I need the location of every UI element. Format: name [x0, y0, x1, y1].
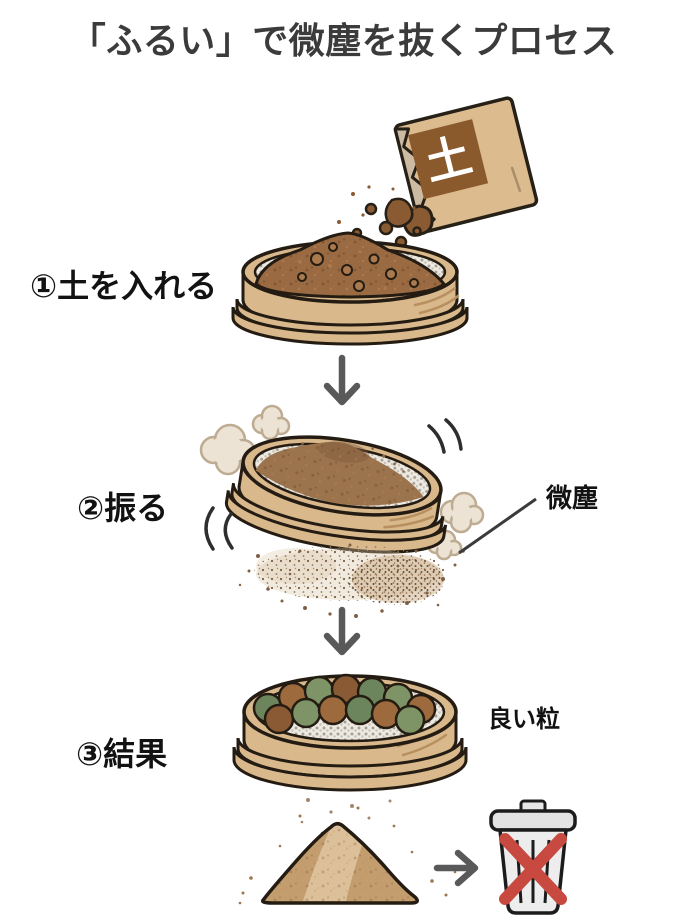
step1-label: ①土を入れる	[30, 268, 218, 304]
step3-label: ③結果	[76, 736, 168, 772]
arrow-down-icon	[323, 606, 361, 656]
bag-patch	[408, 119, 489, 200]
falling-dust	[238, 543, 465, 618]
trash-can-icon	[489, 799, 577, 915]
soil-bag: 土	[393, 96, 539, 237]
arrow-down-icon	[323, 354, 361, 406]
page-title: 「ふるい」で微塵を抜くプロセス	[69, 20, 618, 61]
dust-pile	[238, 806, 457, 905]
step2-label: ②振る	[77, 490, 169, 526]
dust-pointer-line	[458, 497, 537, 555]
arrow-right-icon	[433, 849, 479, 887]
falling-fine-dust	[300, 798, 392, 835]
red-cross-icon	[499, 833, 567, 905]
good-granules	[252, 673, 437, 736]
soil-pebbles	[297, 242, 419, 292]
dust-annotation: 微塵	[546, 483, 599, 513]
sieve-step3	[232, 673, 468, 835]
good-granule-annotation: 良い粒	[488, 706, 560, 733]
motion-lines	[204, 418, 463, 551]
sieve-step2	[224, 435, 448, 554]
sieve-step1	[231, 231, 469, 346]
dust-cloud-left	[199, 404, 291, 476]
